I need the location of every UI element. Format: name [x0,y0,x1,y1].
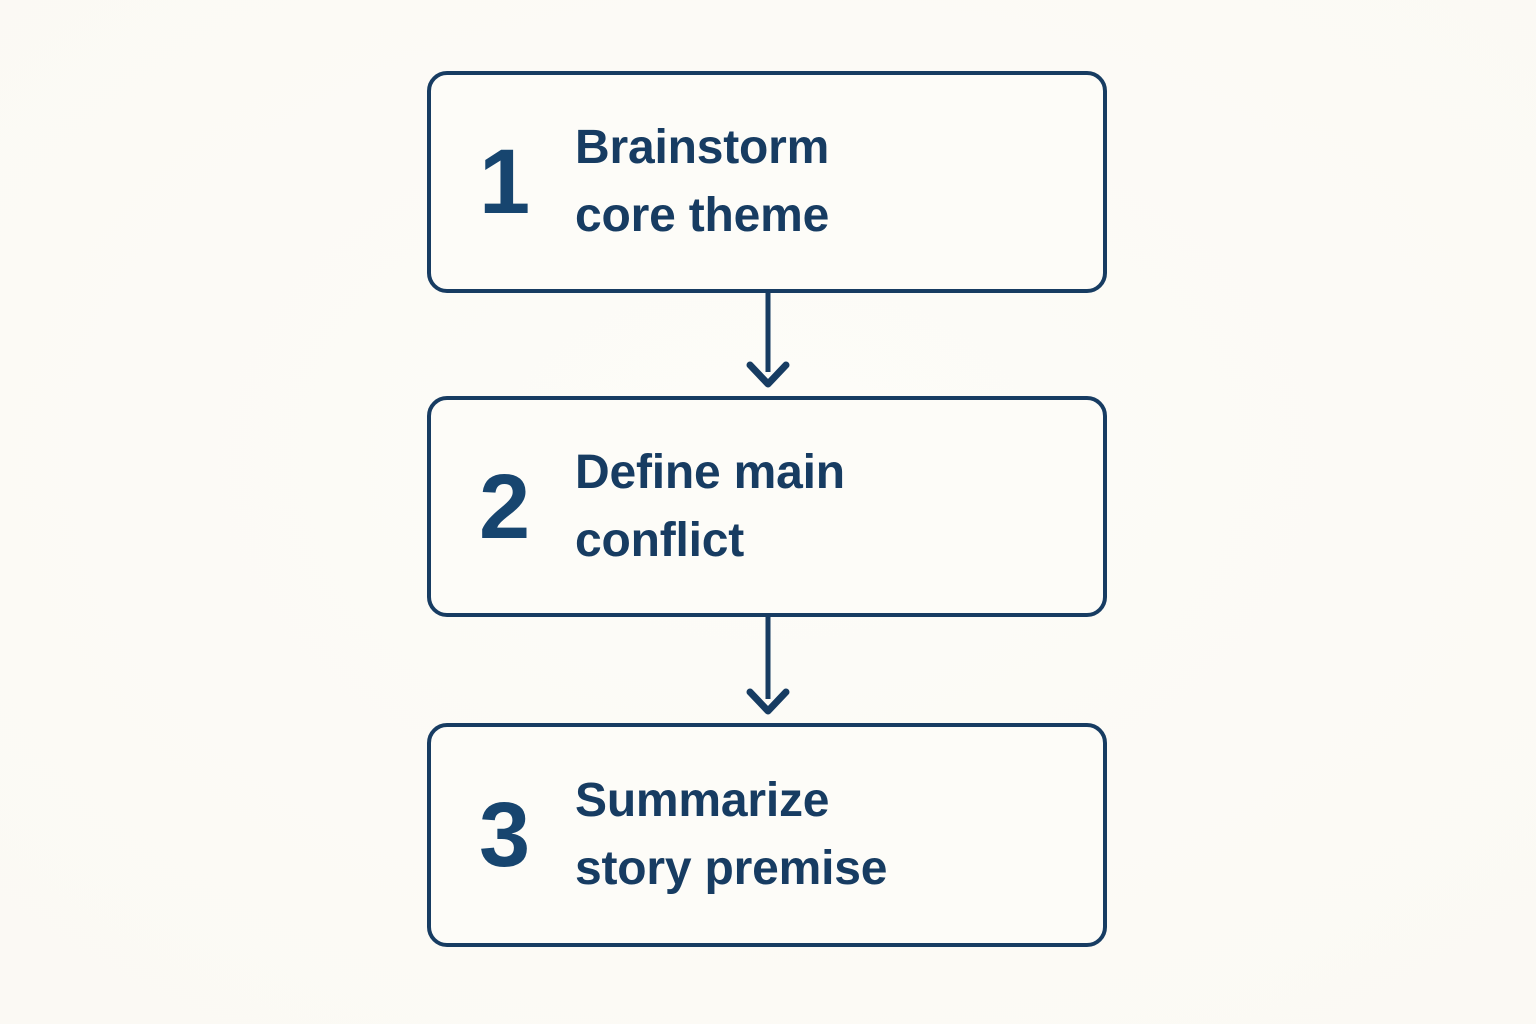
flow-step-3[interactable]: 3 Summarize story premise [427,723,1107,947]
arrow-down-icon [746,293,790,388]
flowchart: 1 Brainstorm core theme 2 Define main co… [427,71,1107,947]
step-number-2: 2 [479,455,530,558]
step-label-2: Define main conflict [575,445,845,567]
step-label-3: Summarize story premise [575,774,888,895]
step-label-1: Brainstorm core theme [575,121,830,242]
flow-step-2[interactable]: 2 Define main conflict [427,396,1107,617]
connector-2-to-3 [427,617,1107,723]
step-number-1: 1 [479,131,530,233]
arrow-down-icon [746,617,790,715]
flow-step-1[interactable]: 1 Brainstorm core theme [427,71,1107,293]
step-number-3: 3 [479,784,530,886]
connector-1-to-2 [427,293,1107,396]
